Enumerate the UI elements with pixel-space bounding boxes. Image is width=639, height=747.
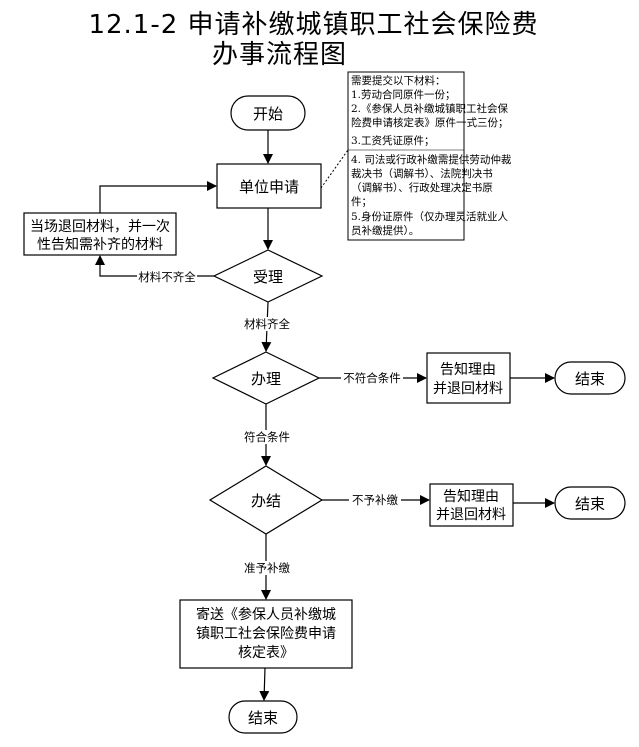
note-line-8: 件； <box>351 196 372 208</box>
return-materials-line1: 当场退回材料，并一次 <box>30 219 170 235</box>
materials-note-box <box>347 71 465 241</box>
send-form-line2: 镇职工社会保险费申请 <box>196 626 336 642</box>
end-label-3: 结束 <box>248 709 278 727</box>
edge-label-qualified-bg <box>239 430 295 444</box>
end-node-2 <box>554 486 626 520</box>
note-line-6: 裁决书（调解书）、法院判决书 <box>351 167 493 180</box>
edge-label-allow-payment-bg <box>240 561 294 575</box>
accept-label: 受理 <box>253 268 283 286</box>
edge-label-no-payment-bg <box>349 493 401 507</box>
send-form-line1: 寄送《参保人员补缴城 <box>196 606 336 623</box>
notify-reason-1-line2: 并退回材料 <box>433 381 503 397</box>
note-line-7: （调解书）、行政处理决定书原 <box>351 181 493 194</box>
notify-reason-2-line1: 告知理由 <box>443 488 499 505</box>
arrow-send-to-end3 <box>259 667 270 701</box>
edge-label-not-qualified-bg <box>341 371 403 385</box>
note-line-0: 需要提交以下材料： <box>351 74 446 87</box>
send-form-line3: 核定表》 <box>238 645 294 661</box>
end-label-1: 结束 <box>575 370 605 388</box>
note-line-4: 3.工资凭证原件； <box>351 134 435 147</box>
edge-label-no-payment: 不予补缴 <box>352 493 398 507</box>
page-subtitle: 办事流程图 <box>211 40 347 70</box>
edge-label-incomplete: 材料不齐全 <box>138 270 196 284</box>
notify-reason-node-2 <box>429 483 514 527</box>
edge-label-allow-payment: 准予补缴 <box>244 561 290 575</box>
note-line-9: 5.身份证原件（仅办理灵活就业人 <box>351 210 509 223</box>
edge-label-complete-bg <box>239 317 295 331</box>
start-label: 开始 <box>253 105 283 123</box>
end-node-3 <box>228 700 298 734</box>
note-line-3: 险费申请核定表》原件一式三份； <box>351 116 509 129</box>
note-connector <box>320 149 349 189</box>
send-form-node <box>179 599 353 669</box>
edge-label-qualified: 符合条件 <box>244 430 290 444</box>
edge-label-complete: 材料齐全 <box>244 317 290 331</box>
end-label-2: 结束 <box>575 495 605 513</box>
note-line-5: 4. 司法或行政补缴需提供劳动仲裁 <box>351 153 512 166</box>
edge-label-not-qualified: 不符合条件 <box>343 371 401 385</box>
edge-label-incomplete-bg <box>137 270 197 284</box>
arrow-return-to-apply <box>99 181 217 213</box>
end-node-1 <box>554 361 626 395</box>
return-materials-line2: 性告知需补齐的材料 <box>37 236 163 253</box>
handle-label: 办理 <box>251 370 281 388</box>
note-line-10: 员补缴提供）。 <box>351 224 419 237</box>
note-line-1: 1.劳动合同原件一份； <box>351 88 456 101</box>
apply-node <box>216 163 322 209</box>
complete-label: 办结 <box>251 492 281 510</box>
note-line-2: 2.《参保人员补缴城镇职工社会保 <box>351 102 509 115</box>
notify-reason-2-line2: 并退回材料 <box>436 507 506 523</box>
notify-reason-1-line1: 告知理由 <box>440 361 496 378</box>
page-title: 12.1-2 申请补缴城镇职工社会保险费 <box>88 10 539 40</box>
apply-label: 单位申请 <box>239 178 299 196</box>
notify-reason-node-1 <box>426 352 511 404</box>
